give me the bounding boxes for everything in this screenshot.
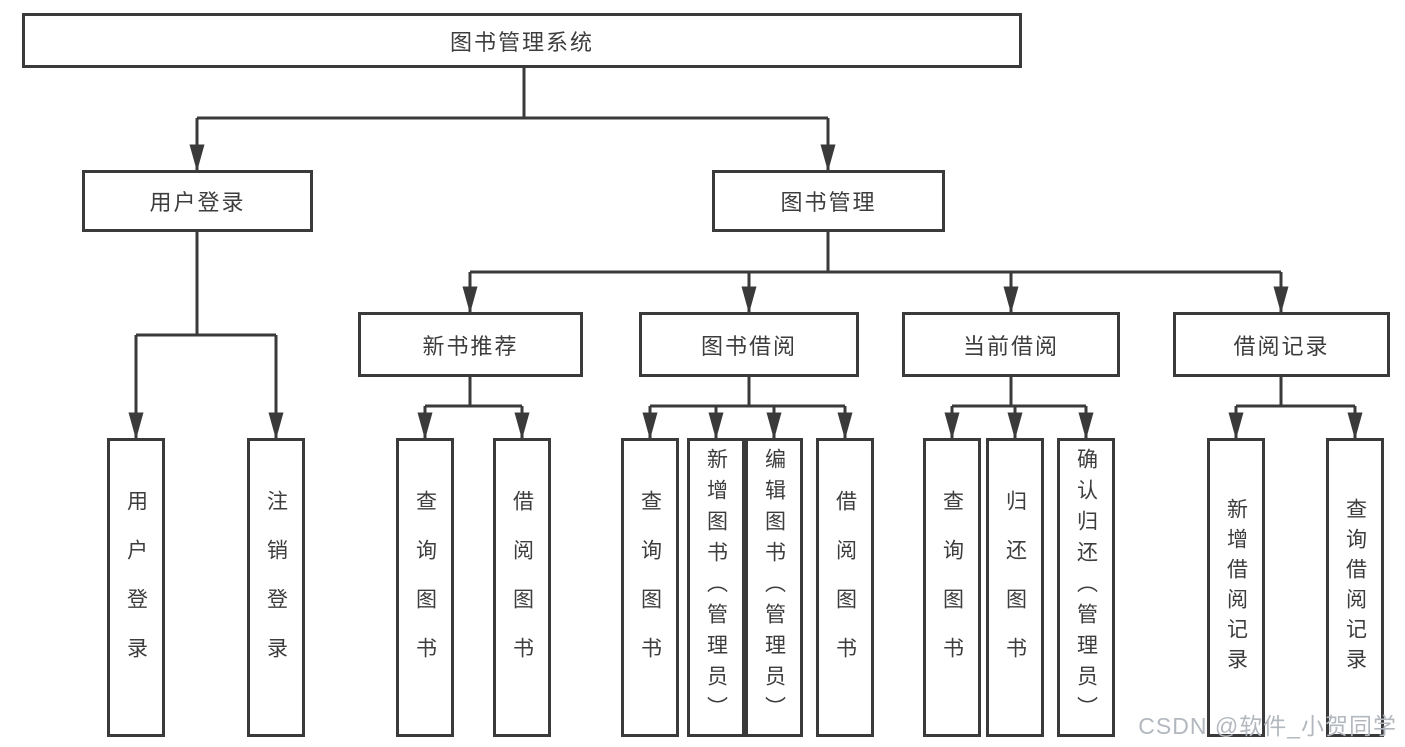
node-book-borrow: 图书借阅 <box>639 312 859 377</box>
node-label: 新书推荐 <box>422 333 519 359</box>
node-label: 图书借阅 <box>700 333 797 359</box>
leaf-confirm-return-admin: 确认归还（管理员） <box>1057 438 1115 737</box>
node-user-login: 用户登录 <box>82 170 313 232</box>
leaf-logout: 注销登录 <box>247 438 305 737</box>
leaf-query-book-borrow: 查询图书 <box>621 438 679 737</box>
node-label: 新增借阅记录 <box>1224 497 1248 678</box>
csdn-watermark: CSDN @软件_小贺同学 <box>1138 713 1397 739</box>
node-label: 归还图书 <box>1003 489 1027 686</box>
node-label: 查询图书 <box>413 489 437 686</box>
leaf-borrow-book-recommend: 借阅图书 <box>493 438 551 737</box>
leaf-query-borrow-record: 查询借阅记录 <box>1326 438 1384 737</box>
node-label: 借阅记录 <box>1233 333 1330 359</box>
node-label: 注销登录 <box>264 489 288 686</box>
node-book-management: 图书管理 <box>712 170 945 232</box>
node-label: 查询借阅记录 <box>1343 497 1367 678</box>
node-label: 用户登录 <box>149 190 246 215</box>
leaf-query-book-current: 查询图书 <box>923 438 981 737</box>
leaf-edit-book-admin: 编辑图书（管理员） <box>745 438 803 737</box>
leaf-user-login: 用户登录 <box>107 438 165 737</box>
node-label: 查询图书 <box>940 489 964 686</box>
node-root-library-system: 图书管理系统 <box>22 13 1022 68</box>
node-borrow-record: 借阅记录 <box>1173 312 1390 377</box>
leaf-add-borrow-record: 新增借阅记录 <box>1207 438 1265 737</box>
leaf-query-book-recommend: 查询图书 <box>396 438 454 737</box>
node-label: 编辑图书（管理员） <box>762 448 786 727</box>
node-label: 当前借阅 <box>962 333 1059 359</box>
node-label: 用户登录 <box>124 489 148 686</box>
node-label: 确认归还（管理员） <box>1074 448 1098 727</box>
node-current-borrow: 当前借阅 <box>902 312 1120 377</box>
node-label: 借阅图书 <box>510 489 534 686</box>
node-new-book-recommend: 新书推荐 <box>358 312 583 377</box>
node-label: 图书管理系统 <box>449 29 594 55</box>
leaf-return-book: 归还图书 <box>986 438 1044 737</box>
leaf-add-book-admin: 新增图书（管理员） <box>687 438 745 737</box>
node-label: 图书管理 <box>780 190 877 215</box>
node-label: 查询图书 <box>638 489 662 686</box>
leaf-borrow-book: 借阅图书 <box>816 438 874 737</box>
node-label: 新增图书（管理员） <box>704 448 728 727</box>
node-label: 借阅图书 <box>833 489 857 686</box>
